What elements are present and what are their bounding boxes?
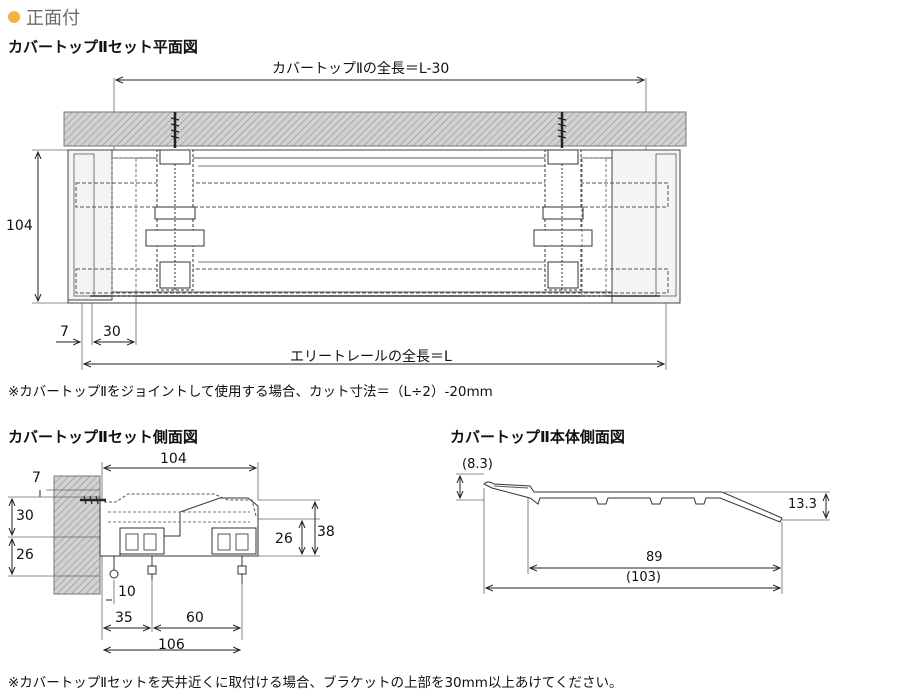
runner-icon (147, 556, 157, 580)
dim-side-10: 10 (118, 584, 136, 600)
section-header: 正面付 (8, 4, 80, 30)
dim-side-104: 104 (160, 451, 187, 467)
dim-side-35: 35 (115, 610, 133, 626)
screw-icon (557, 112, 567, 148)
dim-body-8-3: (8.3) (462, 457, 493, 472)
runner-icon (237, 556, 247, 584)
footer-note: ※カバートップⅡセットを天井近くに取付ける場合、ブラケットの上部を30mm以上あ… (8, 675, 623, 691)
bracket-right (533, 149, 593, 291)
dim-plan-7: 7 (60, 324, 69, 340)
dim-body-89: 89 (646, 550, 663, 565)
dim-side-30: 30 (16, 508, 34, 524)
side-body-view (456, 473, 830, 594)
runner-icon (109, 556, 119, 579)
bracket-left (145, 149, 205, 291)
plan-view (32, 78, 687, 370)
section-title: 正面付 (26, 8, 80, 29)
dim-side-60: 60 (186, 610, 204, 626)
dim-plan-30: 30 (103, 324, 121, 340)
side-set-title: カバートップⅡセット側面図 (8, 428, 198, 446)
dim-side-26-left: 26 (16, 547, 34, 563)
dim-cover-length: カバートップⅡの全長＝L-30 (272, 61, 450, 77)
dim-rail-length: エリートレールの全長＝L (290, 349, 452, 365)
dim-side-38: 38 (317, 524, 335, 540)
side-set-view (8, 462, 320, 650)
bullet-icon (8, 11, 20, 23)
plan-title: カバートップⅡセット平面図 (8, 38, 198, 56)
side-body-title: カバートップⅡ本体側面図 (450, 428, 625, 446)
dim-plan-height: 104 (6, 218, 33, 234)
dim-side-26-right: 26 (275, 531, 293, 547)
dim-side-106: 106 (158, 637, 185, 653)
plan-note: ※カバートップⅡをジョイントして使用する場合、カット寸法＝（L÷2）-20mm (8, 384, 493, 400)
dim-body-13-3: 13.3 (788, 497, 817, 512)
screw-icon (170, 112, 180, 148)
dim-body-103: (103) (626, 570, 661, 585)
dim-side-7: 7 (32, 470, 41, 486)
